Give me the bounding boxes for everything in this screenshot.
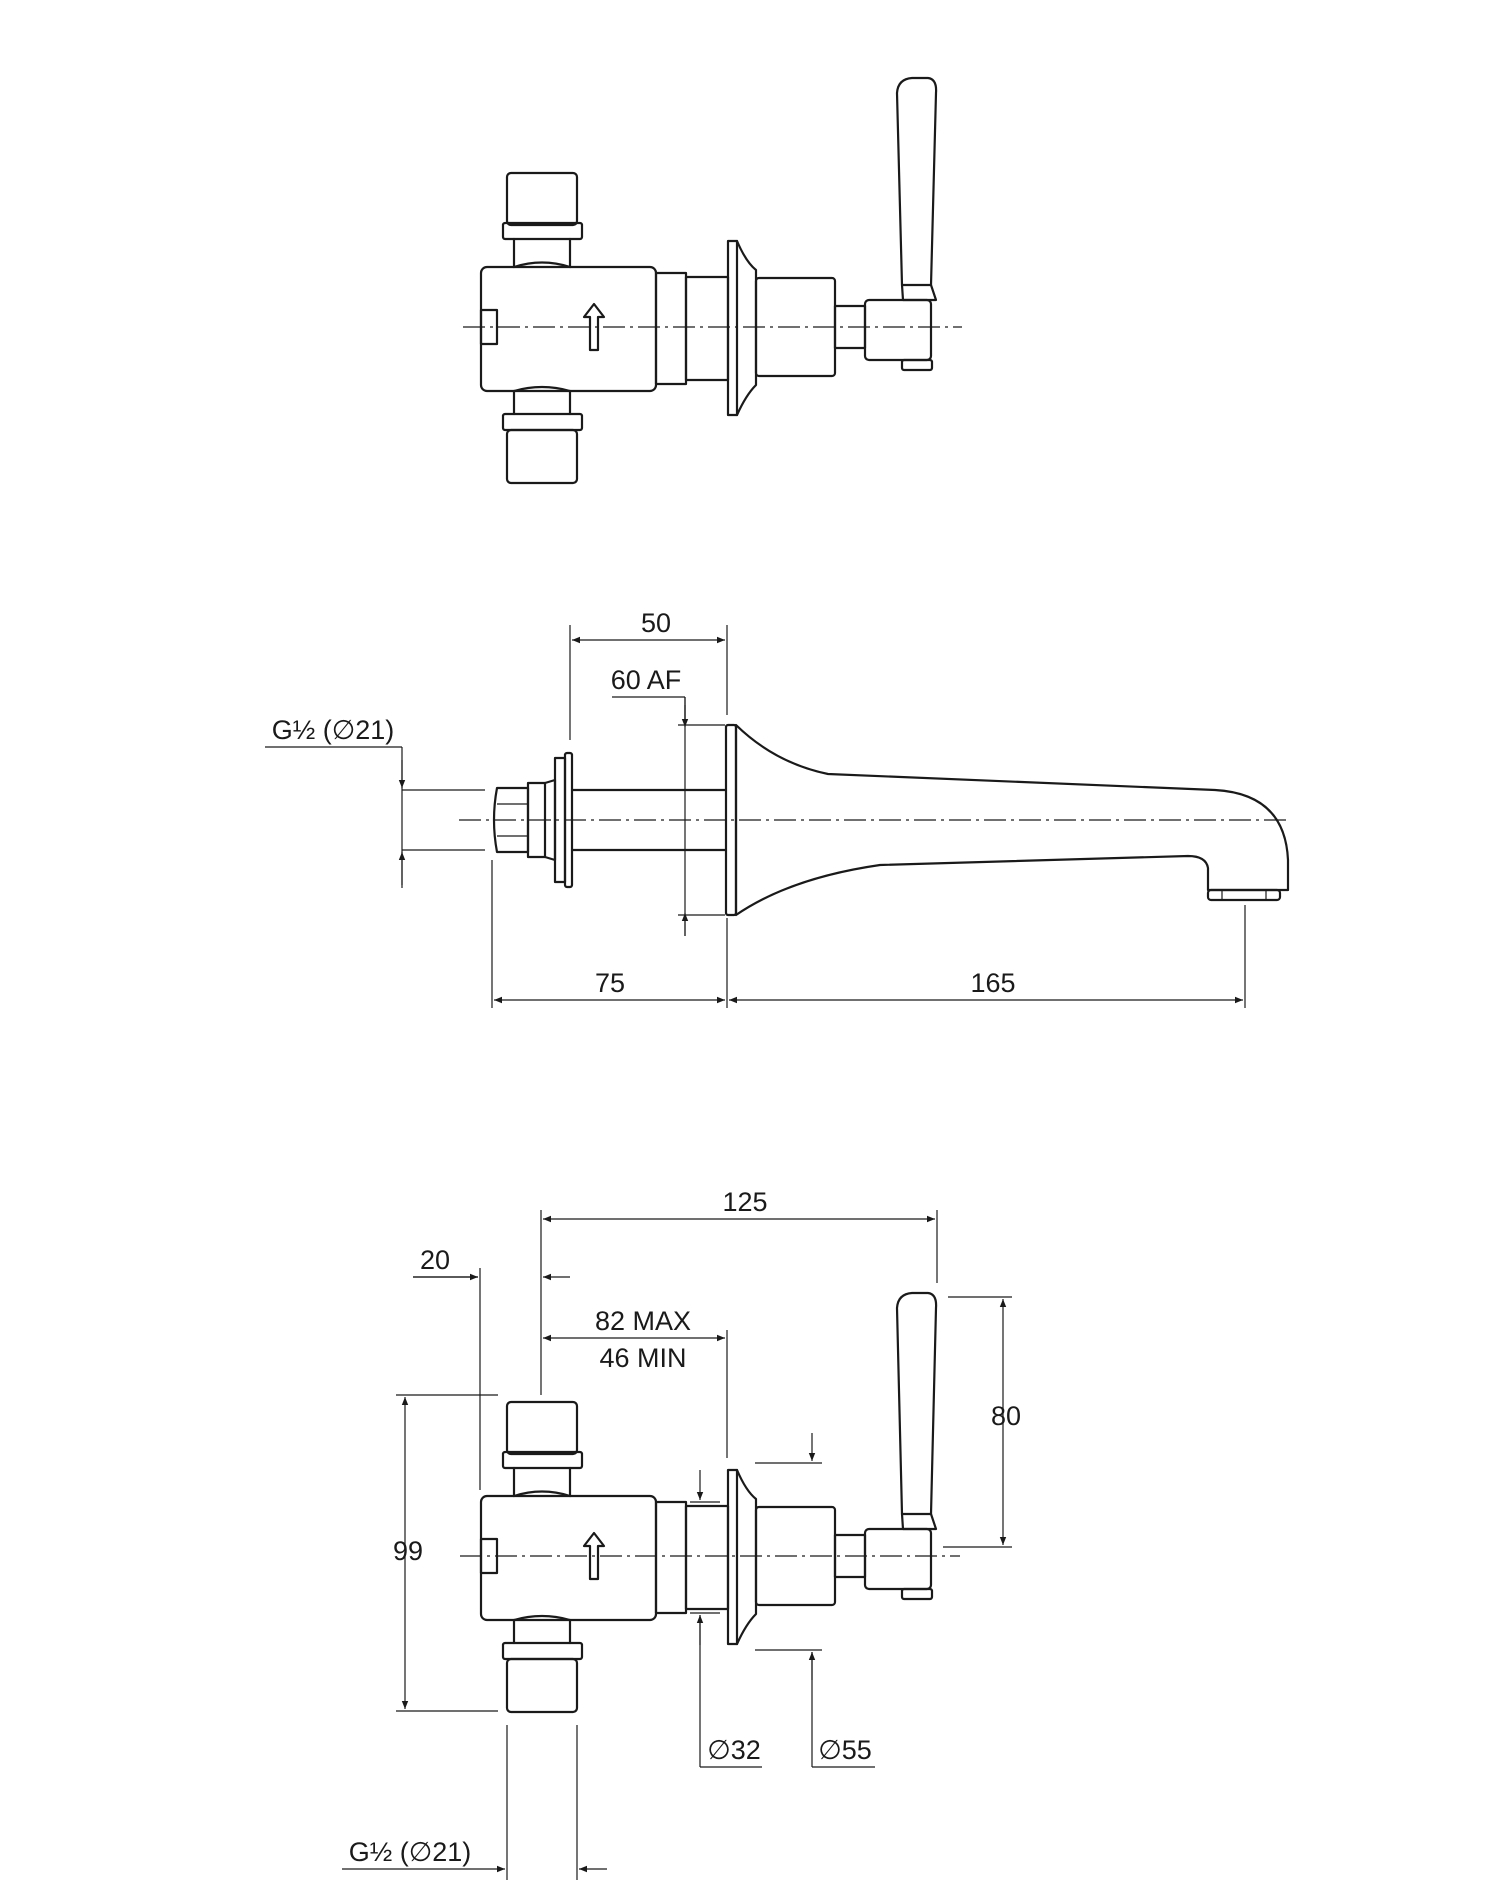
dim-46min-label: 46 MIN [599,1343,686,1373]
dim-50-label: 50 [641,608,671,638]
dim-g12-side-label: G½ (∅21) [272,715,395,745]
front-view [460,1291,960,1714]
dim-g12-front-label: G½ (∅21) [349,1837,472,1867]
side-view [459,723,1290,917]
dim-20-label: 20 [420,1245,450,1275]
dim-165-label: 165 [970,968,1015,998]
dim-125-label: 125 [722,1187,767,1217]
dim-75-label: 75 [595,968,625,998]
top-view [463,76,962,485]
dim-d55-label: ∅55 [818,1735,872,1765]
front-view-dimensions: 125 20 82 MAX 46 MIN 80 99 ∅32 [342,1187,1021,1880]
dim-82max-label: 82 MAX [595,1306,691,1336]
dim-99-label: 99 [393,1536,423,1566]
dim-d32-label: ∅32 [707,1735,761,1765]
dim-60af-label: 60 AF [611,665,682,695]
side-view-dimensions: 50 60 AF G½ (∅21) 75 165 [265,608,1246,1008]
dim-80-label: 80 [991,1401,1021,1431]
